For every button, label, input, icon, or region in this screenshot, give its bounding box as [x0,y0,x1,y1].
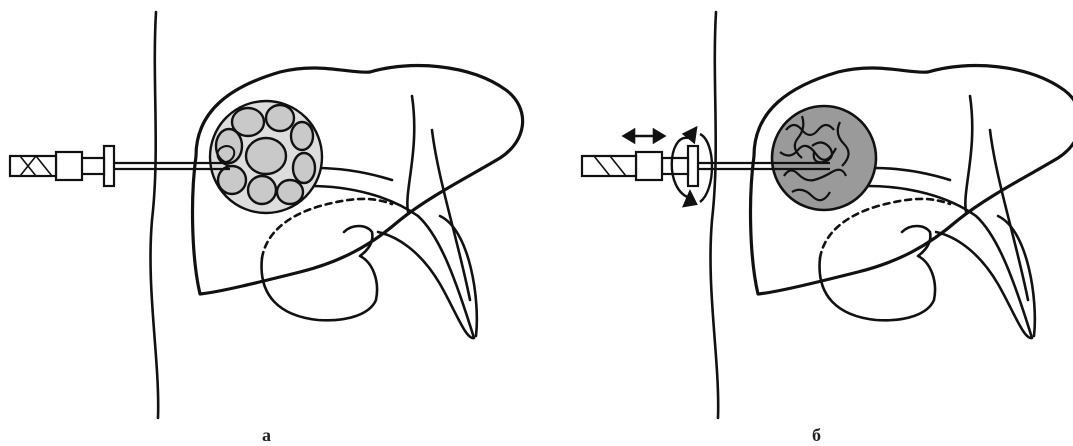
panel-a-illustration [0,0,540,420]
body-contour [710,12,718,418]
panel-b: б [540,0,1073,446]
vessel-line [407,96,414,212]
panel-a: а [0,0,540,446]
stomach-outline [262,226,378,320]
panel-label-a: а [262,425,271,446]
catheter-assembly [10,146,234,186]
vessel-line [965,96,972,212]
lesion-cells [210,101,322,213]
push-pull-arrow-icon [624,130,664,142]
body-contour [150,12,158,418]
panel-b-illustration [540,0,1073,420]
stomach-outline [820,226,936,320]
duct [874,168,950,180]
duct [316,168,392,180]
syringe-body [582,156,636,176]
lesion-embolized [772,106,876,210]
panel-label-b: б [812,425,821,446]
flange [104,146,114,186]
flange [688,146,698,186]
